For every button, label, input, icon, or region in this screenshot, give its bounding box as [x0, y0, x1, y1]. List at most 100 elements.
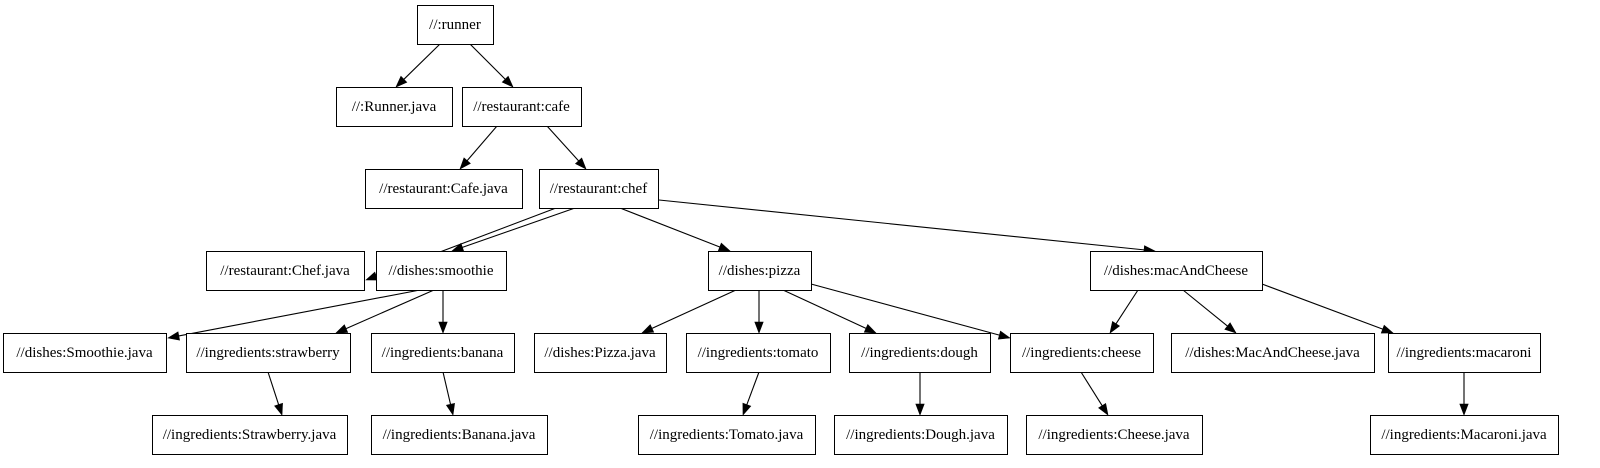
graph-node-cheese_java[interactable]: //ingredients:Cheese.java: [1026, 415, 1203, 455]
node-label: //ingredients:Cheese.java: [1038, 427, 1190, 443]
graph-node-chef_java[interactable]: //restaurant:Chef.java: [206, 251, 365, 291]
edge-line: [782, 289, 867, 329]
node-box[interactable]: [708, 251, 812, 291]
edge-restaurant_chef-to-dishes_macandch: [658, 199, 1156, 255]
node-label: //restaurant:cafe: [473, 99, 570, 115]
node-box[interactable]: [186, 333, 351, 373]
graph-node-runner[interactable]: //:runner: [417, 5, 494, 45]
edge-ing_dough-to-dough_java: [915, 372, 925, 416]
node-box[interactable]: [534, 333, 667, 373]
arrowhead-icon: [754, 321, 764, 334]
graph-node-ing_tomato[interactable]: //ingredients:tomato: [686, 333, 831, 373]
node-label: //ingredients:cheese: [1022, 345, 1141, 361]
graph-node-pizza_java[interactable]: //dishes:Pizza.java: [534, 333, 667, 373]
node-label: //dishes:Pizza.java: [544, 345, 656, 361]
graph-node-runner_java[interactable]: //:Runner.java: [336, 87, 453, 127]
edge-dishes_macandch-to-ing_macaroni: [1261, 283, 1394, 334]
node-box[interactable]: [3, 333, 167, 373]
node-box[interactable]: [462, 87, 582, 127]
edge-ing_strawberry-to-strawberry_java: [267, 371, 283, 416]
edge-ing_cheese-to-cheese_java: [1080, 371, 1109, 416]
graph-node-ing_dough[interactable]: //ingredients:dough: [849, 333, 991, 373]
node-box[interactable]: [1090, 251, 1263, 291]
edge-restaurant_chef-to-dishes_pizza: [619, 207, 731, 252]
edge-line: [462, 207, 576, 248]
edge-line: [403, 43, 441, 80]
node-box[interactable]: [371, 415, 548, 455]
edge-runner-to-runner_java: [395, 43, 441, 88]
edge-line: [746, 371, 760, 405]
graph-node-macandcheese_java[interactable]: //dishes:MacAndCheese.java: [1171, 333, 1375, 373]
node-box[interactable]: [206, 251, 365, 291]
graph-node-smoothie_java[interactable]: //dishes:Smoothie.java: [3, 333, 167, 373]
node-label: //restaurant:Cafe.java: [379, 181, 508, 197]
edge-line: [1080, 371, 1103, 406]
edge-line: [466, 125, 498, 162]
edge-dishes_pizza-to-pizza_java: [641, 289, 737, 334]
node-box[interactable]: [539, 169, 659, 209]
graph-node-dishes_pizza[interactable]: //dishes:pizza: [708, 251, 812, 291]
edge-line: [651, 289, 737, 329]
node-box[interactable]: [1026, 415, 1203, 455]
graph-node-banana_java[interactable]: //ingredients:Banana.java: [371, 415, 548, 455]
node-box[interactable]: [417, 5, 494, 45]
arrowhead-icon: [997, 330, 1011, 340]
edge-dishes_smoothie-to-ing_banana: [438, 290, 448, 334]
node-label: //ingredients:tomato: [698, 345, 819, 361]
graph-node-ing_macaroni[interactable]: //ingredients:macaroni: [1388, 333, 1541, 373]
graph-node-restaurant_cafe[interactable]: //restaurant:cafe: [462, 87, 582, 127]
node-box[interactable]: [1171, 333, 1375, 373]
arrowhead-icon: [395, 75, 408, 88]
edge-line: [469, 43, 506, 80]
node-box[interactable]: [336, 87, 453, 127]
graph-node-tomato_java[interactable]: //ingredients:Tomato.java: [638, 415, 816, 455]
arrowhead-icon: [274, 402, 283, 416]
edge-ing_macaroni-to-macaroni_java: [1459, 372, 1469, 416]
node-box[interactable]: [849, 333, 991, 373]
graph-node-dough_java[interactable]: //ingredients:Dough.java: [834, 415, 1008, 455]
node-box[interactable]: [376, 251, 507, 291]
graph-node-dishes_macandch[interactable]: //dishes:macAndCheese: [1090, 251, 1263, 291]
graph-node-macaroni_java[interactable]: //ingredients:Macaroni.java: [1370, 415, 1559, 455]
edge-line: [810, 283, 1000, 336]
node-box[interactable]: [638, 415, 816, 455]
node-label: //ingredients:Macaroni.java: [1381, 427, 1547, 443]
node-label: //:Runner.java: [352, 99, 437, 115]
node-box[interactable]: [1388, 333, 1541, 373]
edge-runner-to-restaurant_cafe: [469, 43, 514, 88]
node-label: //ingredients:Strawberry.java: [163, 427, 337, 443]
node-box[interactable]: [1010, 333, 1154, 373]
node-box[interactable]: [686, 333, 831, 373]
node-box[interactable]: [1370, 415, 1559, 455]
edge-dishes_smoothie-to-ing_strawberry: [335, 289, 435, 334]
node-label: //dishes:macAndCheese: [1104, 263, 1248, 279]
edge-line: [658, 199, 1145, 251]
edge-restaurant_cafe-to-restaurant_chef: [546, 125, 587, 170]
arrowhead-icon: [863, 324, 877, 334]
graph-node-restaurant_chef[interactable]: //restaurant:chef: [539, 169, 659, 209]
edge-line: [619, 207, 720, 248]
graph-node-ing_banana[interactable]: //ingredients:banana: [371, 333, 515, 373]
graph-node-dishes_smoothie[interactable]: //dishes:smoothie: [376, 251, 507, 291]
node-box[interactable]: [365, 169, 523, 209]
edge-line: [442, 371, 452, 405]
node-box[interactable]: [152, 415, 348, 455]
node-box[interactable]: [371, 333, 515, 373]
edge-dishes_smoothie-to-smoothie_java: [167, 289, 421, 341]
graph-node-ing_strawberry[interactable]: //ingredients:strawberry: [186, 333, 351, 373]
arrowhead-icon: [459, 157, 471, 170]
graph-node-cafe_java[interactable]: //restaurant:Cafe.java: [365, 169, 523, 209]
node-label: //ingredients:Tomato.java: [650, 427, 804, 443]
node-label: //ingredients:Banana.java: [383, 427, 536, 443]
graph-node-strawberry_java[interactable]: //ingredients:Strawberry.java: [152, 415, 348, 455]
edge-restaurant_cafe-to-cafe_java: [459, 125, 498, 170]
arrowhead-icon: [1109, 321, 1121, 334]
edge-ing_tomato-to-tomato_java: [742, 371, 760, 416]
graph-node-ing_cheese[interactable]: //ingredients:cheese: [1010, 333, 1154, 373]
node-box[interactable]: [834, 415, 1008, 455]
arrowhead-icon: [717, 242, 731, 252]
node-label: //dishes:Smoothie.java: [16, 345, 153, 361]
node-label: //ingredients:Dough.java: [846, 427, 995, 443]
